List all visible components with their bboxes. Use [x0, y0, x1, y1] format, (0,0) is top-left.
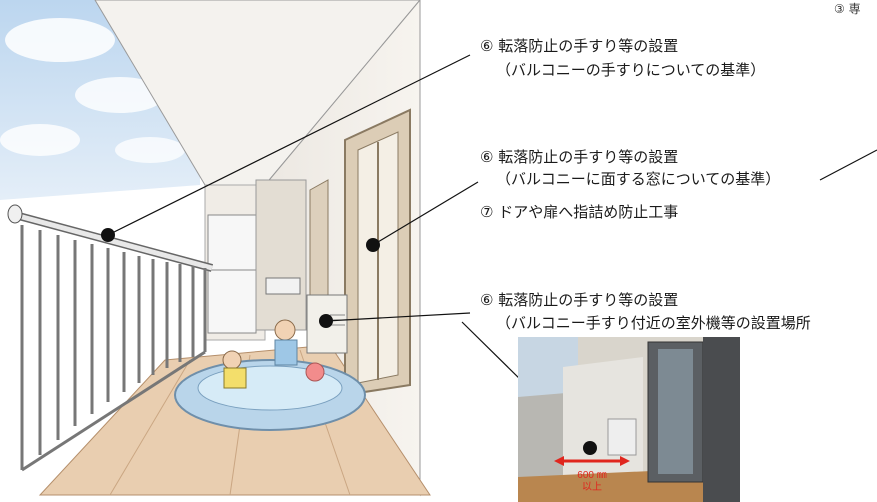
balcony-window	[344, 108, 411, 397]
reference-photo: 600 ㎜ 以上	[518, 337, 740, 502]
callout-door-title: ⑦ ドアや扉へ指詰め防止工事	[480, 203, 679, 221]
callout-ac-detail: （バルコニー手すり付近の室外機等の設置場所	[496, 314, 811, 332]
callout-ac-title: ⑥ 転落防止の手すり等の設置	[480, 291, 679, 309]
window-marker	[366, 238, 380, 252]
page-number-label: ③ 専	[834, 2, 861, 16]
callout-window-detail: （バルコニーに面する窓についての基準）	[496, 170, 781, 188]
distance-value: 600 ㎜	[577, 470, 606, 481]
children-pool-scene	[174, 319, 366, 431]
railing-marker	[101, 228, 115, 242]
callout-railing-title: ⑥ 転落防止の手すり等の設置	[480, 37, 679, 55]
distance-suffix: 以上	[582, 481, 602, 493]
balcony-railing	[7, 204, 214, 472]
ac-unit-marker	[319, 314, 333, 328]
callout-window-title: ⑥ 転落防止の手すり等の設置	[480, 148, 679, 166]
callout-railing-detail: （バルコニーの手すりについての基準）	[496, 61, 766, 79]
photo-marker	[583, 441, 597, 455]
